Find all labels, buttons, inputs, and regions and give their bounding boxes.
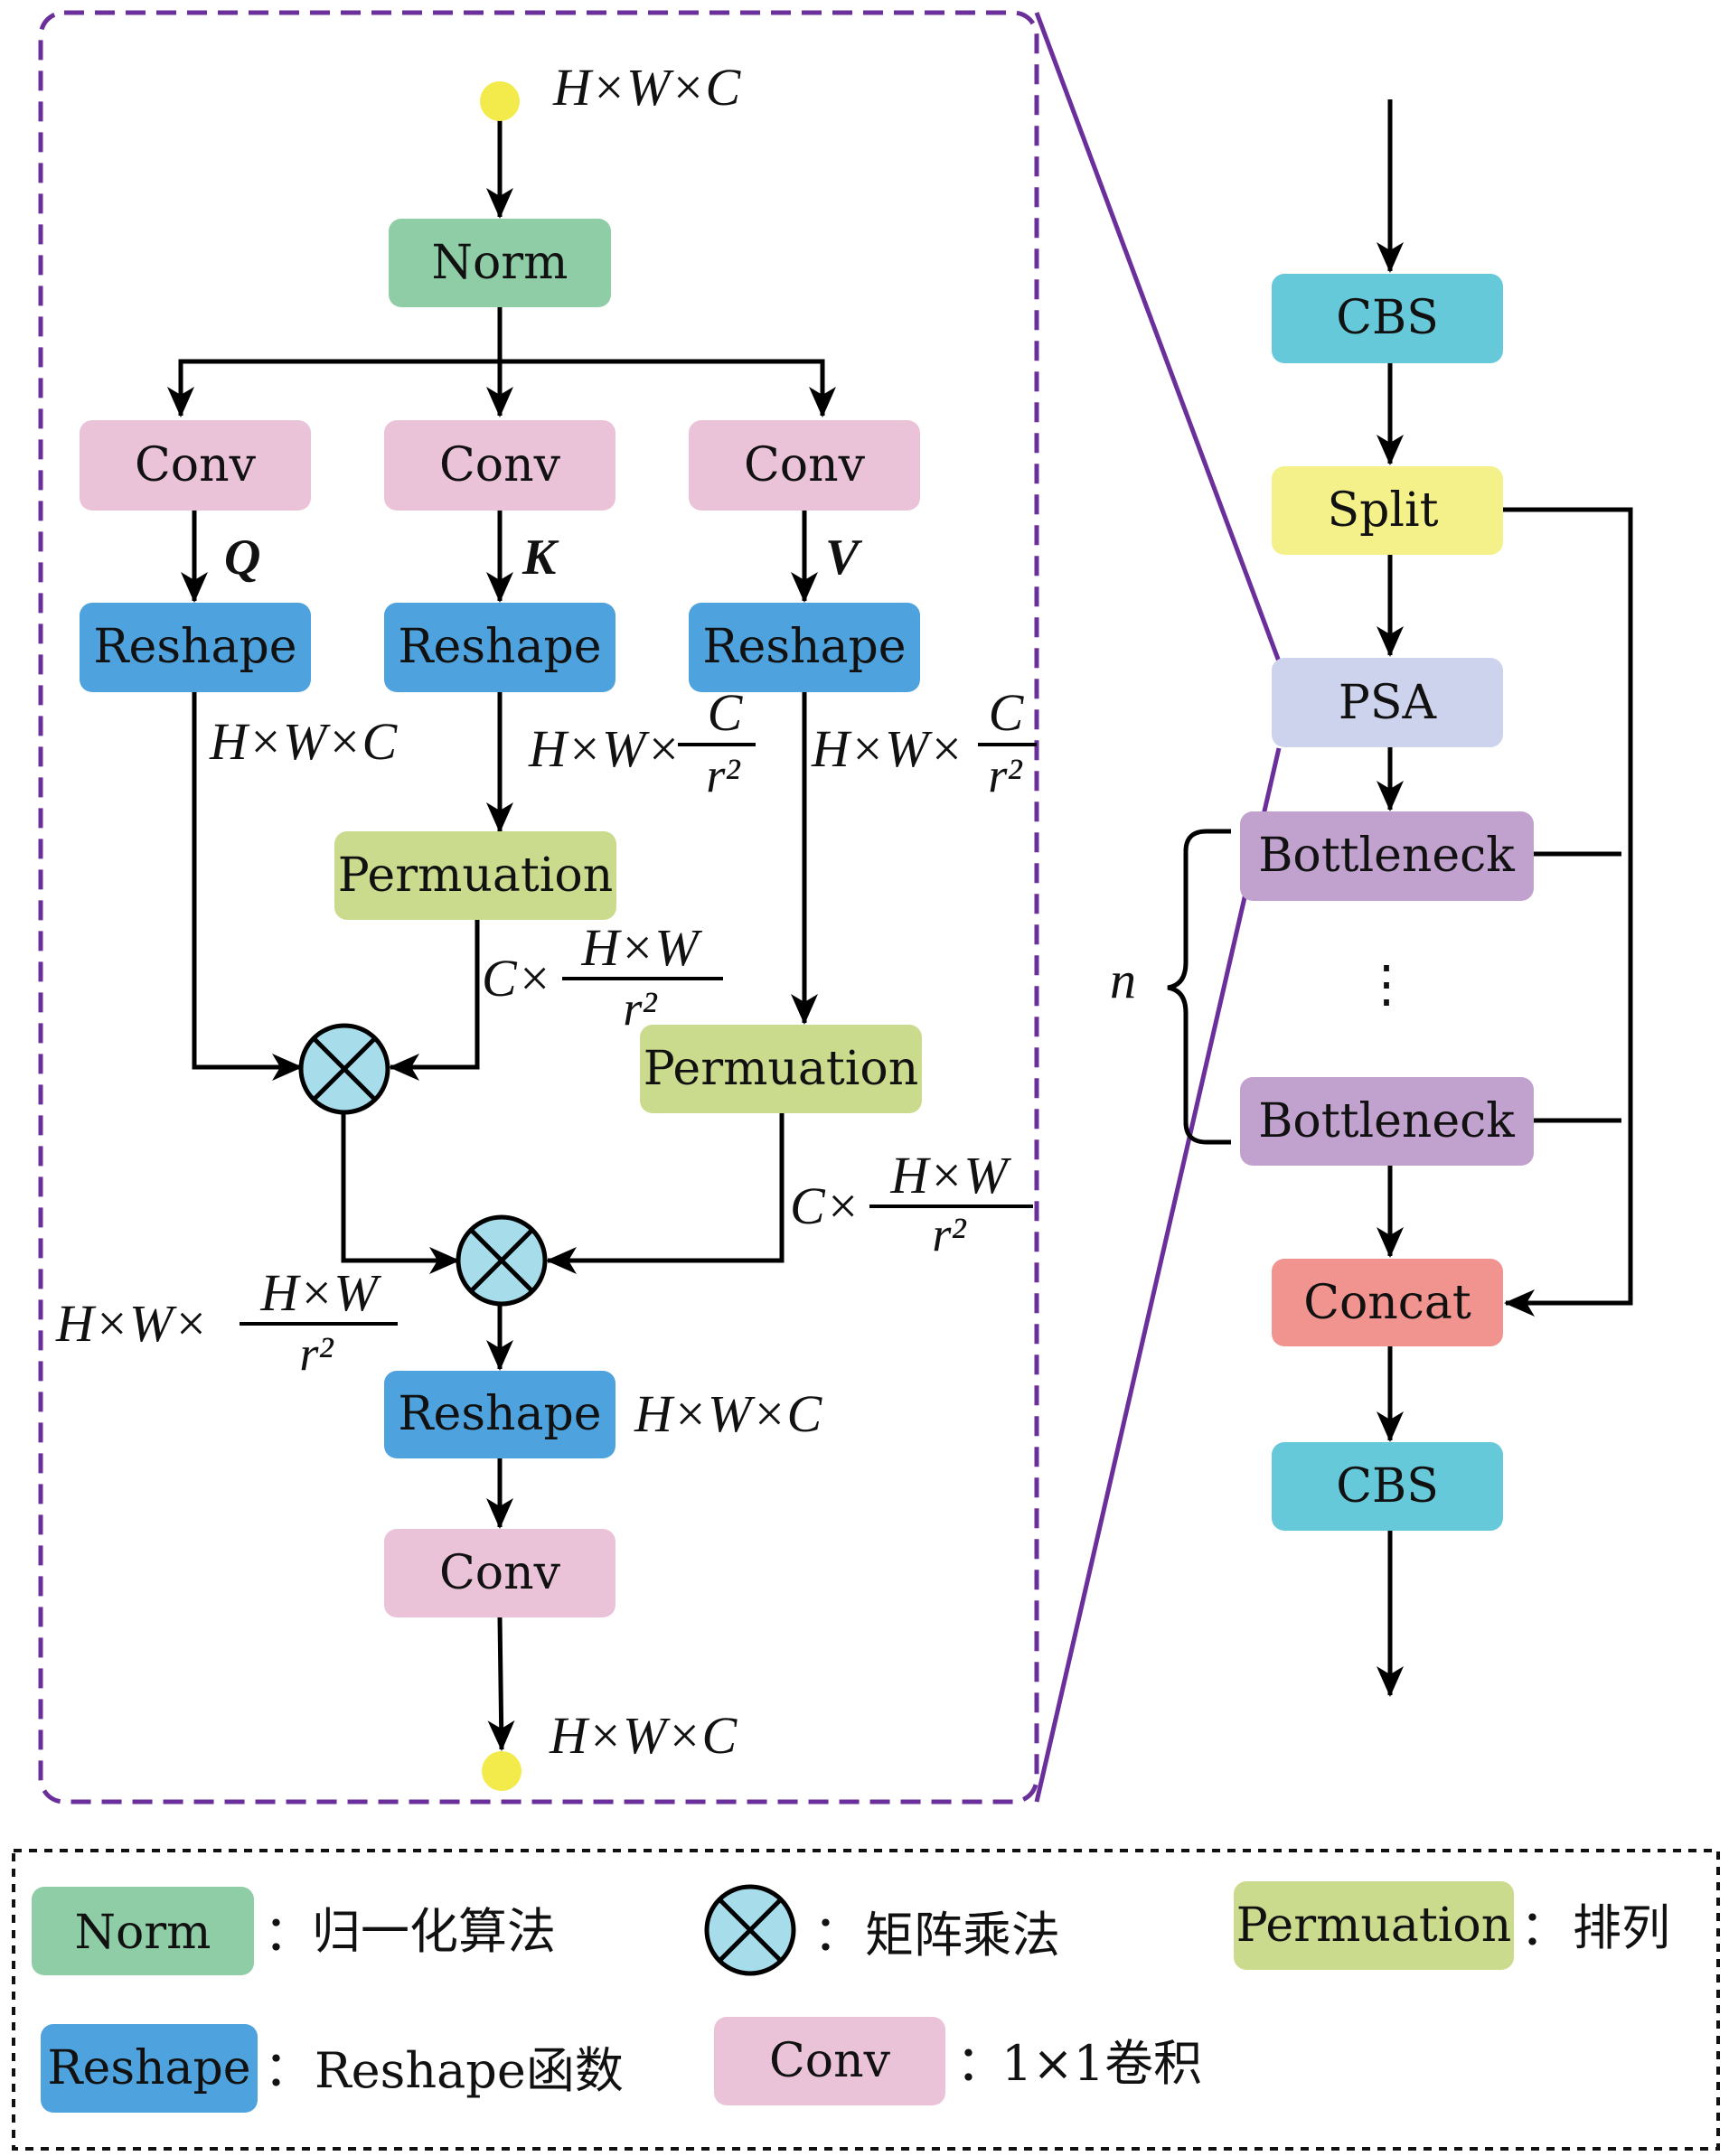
psa-block: [1272, 658, 1503, 747]
dim-k-prefix: H×W×: [528, 719, 681, 778]
bottleneck-1-label: Bottleneck: [1258, 829, 1515, 883]
output-point: [482, 1751, 522, 1791]
q-label: Q: [224, 530, 260, 586]
bottleneck-1-block: [1240, 811, 1534, 901]
k-label: K: [522, 530, 559, 586]
conv-k-label: Conv: [439, 438, 561, 492]
conv-k-block: [384, 420, 615, 511]
legend-conv-desc: 1×1卷积: [1001, 2035, 1202, 2092]
reshape-v-label: Reshape: [702, 620, 906, 674]
conv-v-label: Conv: [744, 438, 866, 492]
output-dim: H×W×C: [549, 1706, 738, 1765]
legend-norm-swatch: [32, 1887, 254, 1975]
concat-block: [1272, 1259, 1503, 1346]
split-label: Split: [1327, 483, 1438, 538]
legend-conv-swatch: [714, 2017, 945, 2105]
conv-v-block: [689, 420, 920, 511]
dim-k-frac-num: C: [708, 683, 744, 742]
reshape-q-label: Reshape: [93, 620, 296, 674]
zoom-line-top: [1034, 12, 1282, 662]
dim-perm-k-prefix: C×: [482, 949, 552, 1008]
legend-permutation-label: Permuation: [1236, 1898, 1511, 1953]
bottleneck-ellipsis: ⋮: [1361, 955, 1412, 1014]
matmul-2-icon: [456, 1214, 548, 1307]
dim-attn-frac-num: H×W: [259, 1263, 381, 1322]
norm-label: Norm: [432, 236, 569, 290]
legend-reshape-desc: Reshape函数: [315, 2042, 624, 2099]
reshape-q-block: [80, 603, 311, 692]
permutation-k-block: [334, 831, 616, 920]
dim-k-frac-den: r²: [706, 748, 740, 802]
concat-label: Concat: [1303, 1276, 1471, 1330]
dim-reshape-out: H×W×C: [634, 1384, 822, 1443]
psa-detail-connectors: [167, 117, 836, 1751]
zoom-line-bottom: [1034, 747, 1282, 1803]
cbs-bottom-block: [1272, 1442, 1503, 1531]
reshape-out-block: [384, 1371, 615, 1458]
conv-q-label: Conv: [135, 438, 257, 492]
permutation-k-label: Permuation: [338, 848, 613, 903]
norm-block: [389, 219, 611, 307]
dim-v-frac-num: C: [989, 683, 1025, 742]
legend-matmul-colon: ：: [813, 1905, 862, 1962]
cbs-top-label: CBS: [1336, 291, 1439, 345]
legend-conv-label: Conv: [769, 2034, 891, 2088]
conv-out-label: Conv: [439, 1546, 561, 1600]
legend-frame: [12, 1849, 1720, 2151]
psa-detail-frame: [38, 10, 1039, 1804]
legend-norm-desc: 归一化算法: [312, 1903, 556, 1960]
dim-perm-k-frac-num: H×W: [580, 918, 702, 977]
bottleneck-n-block: [1240, 1077, 1534, 1166]
dim-v-frac-den: r²: [988, 748, 1022, 802]
dim-attn-prefix: H×W×: [55, 1294, 208, 1353]
conv-out-block: [384, 1529, 615, 1617]
dim-v-prefix: H×W×: [811, 719, 963, 778]
legend-permutation-colon: ：: [1520, 1899, 1569, 1956]
reshape-v-block: [689, 603, 920, 692]
legend-matmul-icon: [704, 1884, 796, 1976]
dim-perm-v-frac-num: H×W: [889, 1146, 1011, 1205]
split-block: [1272, 466, 1503, 555]
cbs-top-block: [1272, 274, 1503, 363]
cbs-bottom-label: CBS: [1336, 1459, 1439, 1514]
legend-permutation-swatch: [1234, 1881, 1514, 1970]
repeat-brace: [1167, 829, 1231, 1145]
permutation-v-block: [640, 1025, 922, 1113]
input-dim: H×W×C: [552, 58, 741, 117]
legend-norm-colon: ：: [264, 1905, 313, 1962]
c2psa-connectors: [1377, 99, 1633, 1697]
repeat-n-label: n: [1110, 951, 1136, 1009]
bottleneck-n-label: Bottleneck: [1258, 1094, 1515, 1148]
conv-q-block: [80, 420, 311, 511]
reshape-out-label: Reshape: [398, 1387, 601, 1441]
v-label: V: [825, 530, 863, 586]
permutation-v-label: Permuation: [644, 1042, 918, 1096]
dim-perm-v-frac-den: r²: [932, 1207, 966, 1261]
matmul-1-icon: [298, 1023, 390, 1115]
legend-matmul-desc: 矩阵乘法: [865, 1907, 1060, 1964]
legend-permutation-desc: 排列: [1573, 1899, 1670, 1956]
reshape-k-label: Reshape: [398, 620, 601, 674]
dim-q: H×W×C: [209, 712, 398, 771]
reshape-k-block: [384, 603, 615, 692]
legend-reshape-label: Reshape: [47, 2041, 250, 2095]
legend-reshape-colon: ：: [264, 2040, 313, 2097]
legend-conv-colon: ：: [956, 2035, 1005, 2092]
legend-reshape-swatch: [41, 2024, 258, 2113]
legend-norm-label: Norm: [75, 1906, 211, 1960]
dim-attn-frac-den: r²: [299, 1326, 334, 1381]
input-point: [480, 81, 520, 121]
psa-label: PSA: [1339, 676, 1438, 730]
dim-perm-v-prefix: C×: [790, 1176, 860, 1235]
